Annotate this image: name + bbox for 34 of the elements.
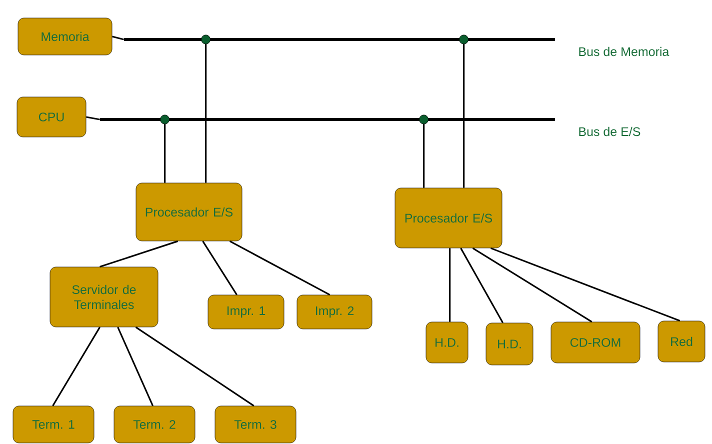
bus-label: Bus de Memoria [579, 46, 670, 56]
component-box: Procesador E/S [136, 182, 242, 242]
component-box: Impr. 1 [208, 294, 284, 330]
bus-line [100, 118, 555, 121]
component-box: Red [658, 320, 706, 362]
connector-line [202, 240, 238, 296]
connector-line [117, 326, 154, 406]
connector-line [201, 34, 211, 183]
connector-line [460, 248, 504, 324]
component-box: CPU [16, 96, 86, 138]
connector-line [449, 248, 451, 322]
connector-line [419, 114, 429, 188]
component-box: Term. 1 [12, 406, 94, 444]
component-box: H.D. [486, 322, 534, 366]
component-box: Procesador E/S [394, 188, 502, 248]
component-box: H.D. [426, 322, 468, 364]
connector-line [135, 326, 254, 406]
component-box: Term. 2 [114, 406, 196, 444]
component-box: Impr. 2 [296, 294, 372, 330]
connector-line [86, 116, 100, 120]
connector-line [52, 326, 100, 406]
connector-line [100, 240, 178, 268]
connector-line [229, 240, 330, 296]
component-box: CD-ROM [550, 322, 640, 364]
bus-line [124, 38, 555, 41]
bus-label: Bus de E/S [579, 126, 640, 136]
component-box: Memoria [18, 18, 112, 56]
connector-line [160, 114, 170, 183]
component-box: Servidor de Terminales [50, 266, 158, 328]
connector-line [459, 34, 469, 188]
connector-line [490, 247, 680, 322]
connector-line [112, 36, 124, 40]
connector-line [472, 248, 592, 322]
component-box: Term. 3 [214, 406, 296, 444]
